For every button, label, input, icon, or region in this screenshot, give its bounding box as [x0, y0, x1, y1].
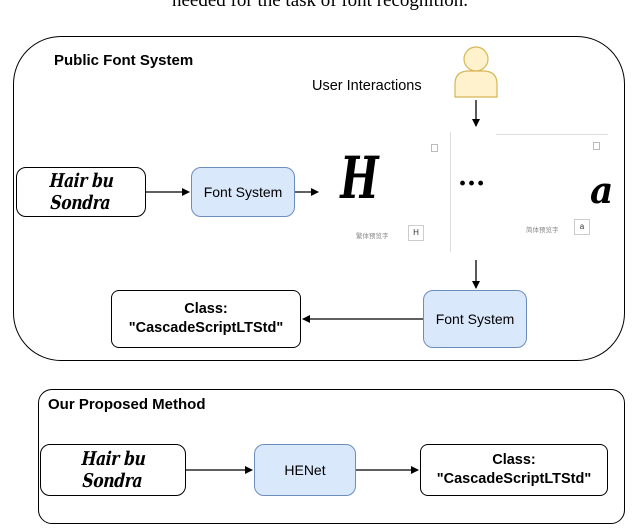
- user-icon: [454, 46, 498, 98]
- user-interactions-label: User Interactions: [312, 78, 422, 94]
- caption-text: needed for the task of font recognition.: [172, 0, 468, 11]
- sample-text-image-2: Hair bu Sondra: [40, 444, 186, 496]
- preview-divider: [450, 132, 451, 252]
- preview-top-line: [496, 134, 608, 135]
- class-result-box-2: Class: "CascadeScriptLTStd": [420, 444, 608, 496]
- class-result-value-2: "CascadeScriptLTStd": [436, 471, 592, 487]
- preview-small-text-right: 简体预览字: [526, 227, 559, 234]
- preview-checkbox-left: [431, 144, 438, 152]
- font-system-box: Font System: [191, 167, 295, 217]
- preview-small-box-right: a: [574, 219, 590, 235]
- preview-small-box-left: H: [408, 225, 424, 241]
- preview-glyph-a: a: [590, 170, 614, 212]
- henet-box: HENet: [254, 444, 356, 496]
- class-result-value: "CascadeScriptLTStd": [128, 320, 284, 336]
- class-result-box: Class: "CascadeScriptLTStd": [111, 290, 301, 348]
- font-system-box-2: Font System: [423, 290, 527, 348]
- public-font-system-title: Public Font System: [54, 52, 194, 69]
- preview-ellipsis: ...: [458, 162, 486, 192]
- preview-glyph-h: H: [340, 144, 379, 212]
- preview-small-text-left: 繁体预览字: [356, 233, 389, 240]
- sample-text-image: Hair bu Sondra: [16, 167, 146, 217]
- class-result-title: Class:: [184, 301, 228, 317]
- preview-checkbox-right: [593, 142, 600, 150]
- font-preview-screen: H ... a 繁体预览字 H 简体预览字 a: [320, 128, 614, 260]
- proposed-method-title: Our Proposed Method: [48, 396, 206, 413]
- class-result-title-2: Class:: [492, 452, 536, 468]
